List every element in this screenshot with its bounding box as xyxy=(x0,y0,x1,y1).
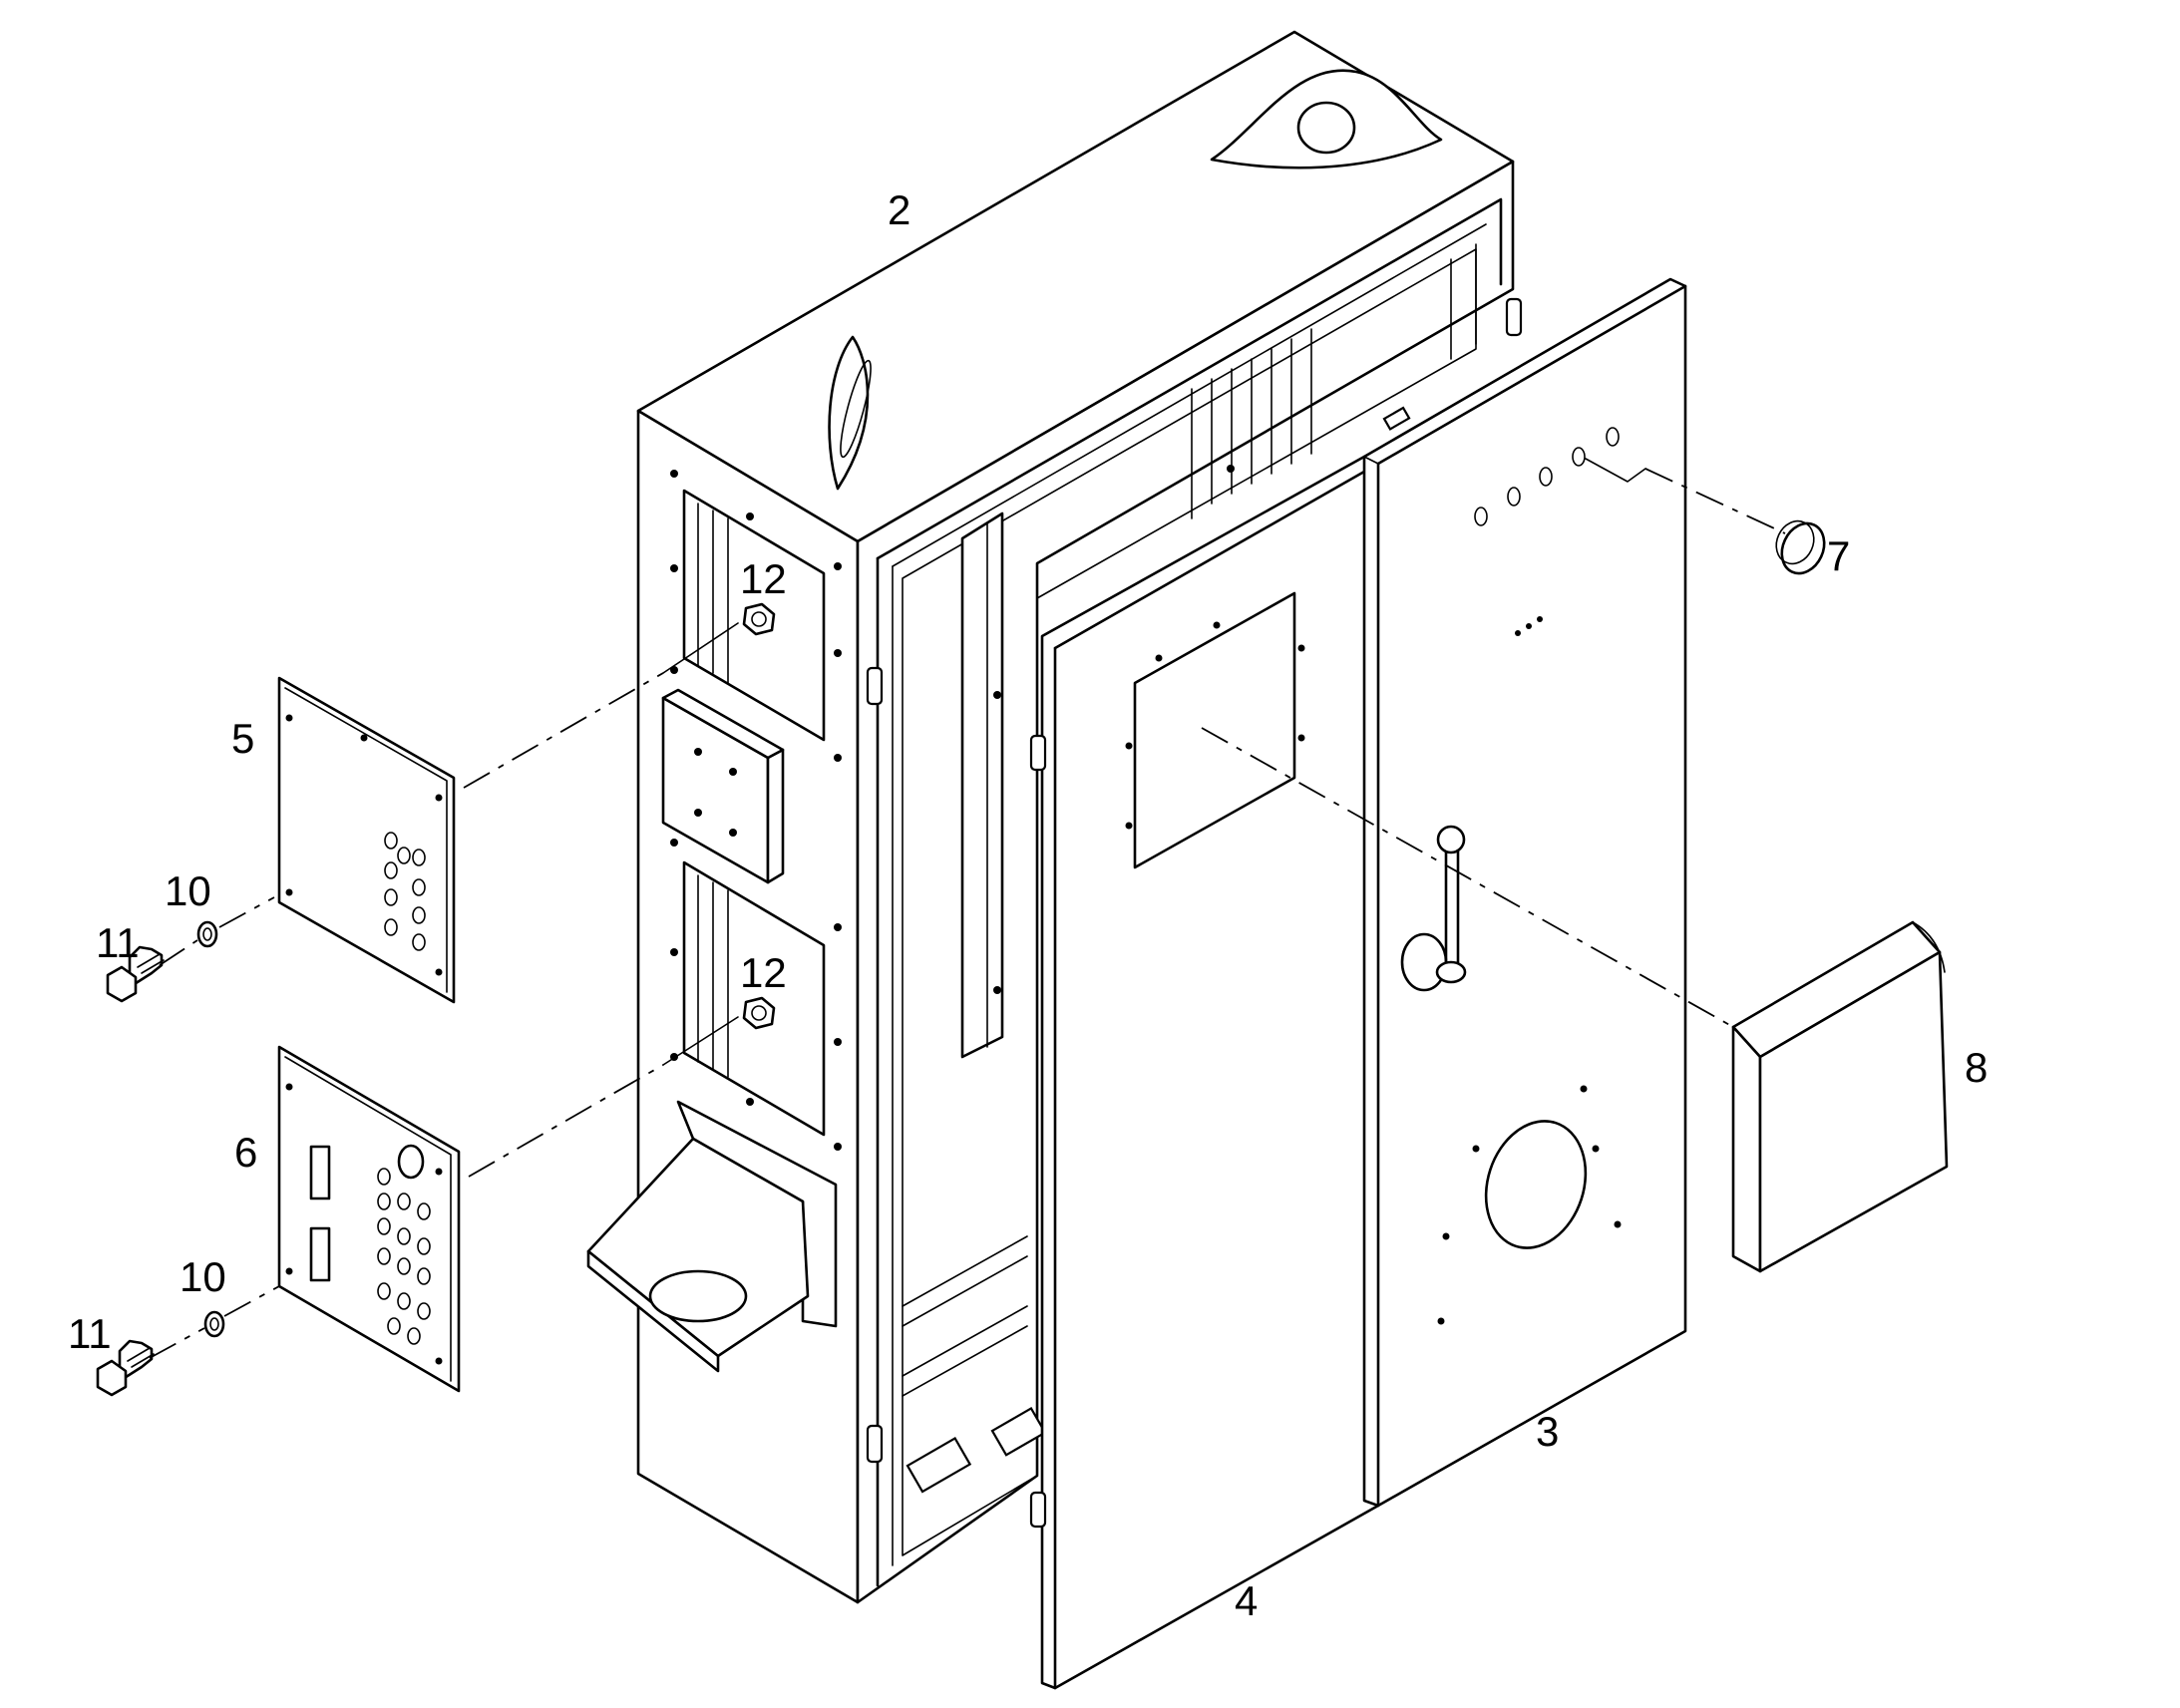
callout-12-lower: 12 xyxy=(740,949,787,996)
frame-hinge-upper xyxy=(866,666,884,706)
indicator-hole-2 xyxy=(1507,487,1521,507)
door-handle xyxy=(1400,825,1467,992)
callout-2: 2 xyxy=(888,186,910,233)
callout-7: 7 xyxy=(1827,532,1850,579)
cabinet-front-frame xyxy=(856,160,1515,1604)
bolt-lower xyxy=(96,1339,155,1397)
door-right-part-3 xyxy=(1362,277,1687,1508)
callout-11-lower: 11 xyxy=(68,1310,112,1357)
side-blank-plate xyxy=(661,688,785,884)
assembly-lines xyxy=(149,458,1786,1359)
gland-plate-part-6 xyxy=(277,1045,461,1393)
hole-plug-part-7 xyxy=(1775,519,1826,575)
callout-11-upper: 11 xyxy=(96,919,140,966)
gland-plate-part-5 xyxy=(277,676,456,1004)
washer-lower xyxy=(203,1310,225,1338)
side-tray-holder xyxy=(586,1100,838,1373)
callout-10-upper: 10 xyxy=(165,867,211,914)
callout-6: 6 xyxy=(234,1129,257,1176)
bolt-upper xyxy=(106,945,165,1003)
hex-nut-lower xyxy=(742,996,776,1030)
indicator-hole-5 xyxy=(1606,427,1620,447)
cover-box-part-8 xyxy=(1731,920,1949,1273)
indicator-hole-3 xyxy=(1539,467,1553,487)
callout-4: 4 xyxy=(1235,1577,1258,1624)
callout-3: 3 xyxy=(1536,1408,1559,1455)
door-left-part-4 xyxy=(1029,455,1380,1690)
connector-cutout-lower xyxy=(309,1226,331,1282)
interior-vents xyxy=(1191,243,1477,519)
side-cutout-lower xyxy=(682,860,826,1137)
callout-5: 5 xyxy=(231,715,254,762)
callout-12-upper: 12 xyxy=(740,555,787,602)
hex-nut-upper xyxy=(742,602,776,636)
callout-labels: 2 3 4 5 6 7 8 10 10 11 11 12 12 xyxy=(68,186,1988,1624)
callout-8: 8 xyxy=(1965,1044,1988,1091)
callout-10-lower: 10 xyxy=(180,1253,226,1300)
door-hinge-upper xyxy=(1029,734,1047,772)
door-round-cutout xyxy=(1484,1120,1588,1249)
door-hinge-lower xyxy=(1029,1491,1047,1529)
connector-cutout-upper xyxy=(309,1145,331,1200)
cabinet-body xyxy=(586,30,1523,1604)
washer-upper xyxy=(196,920,218,948)
frame-hinge-lower xyxy=(866,1424,884,1464)
door-window xyxy=(1133,591,1296,869)
indicator-hole-4 xyxy=(1572,447,1586,467)
indicator-hole-1 xyxy=(1474,507,1488,526)
